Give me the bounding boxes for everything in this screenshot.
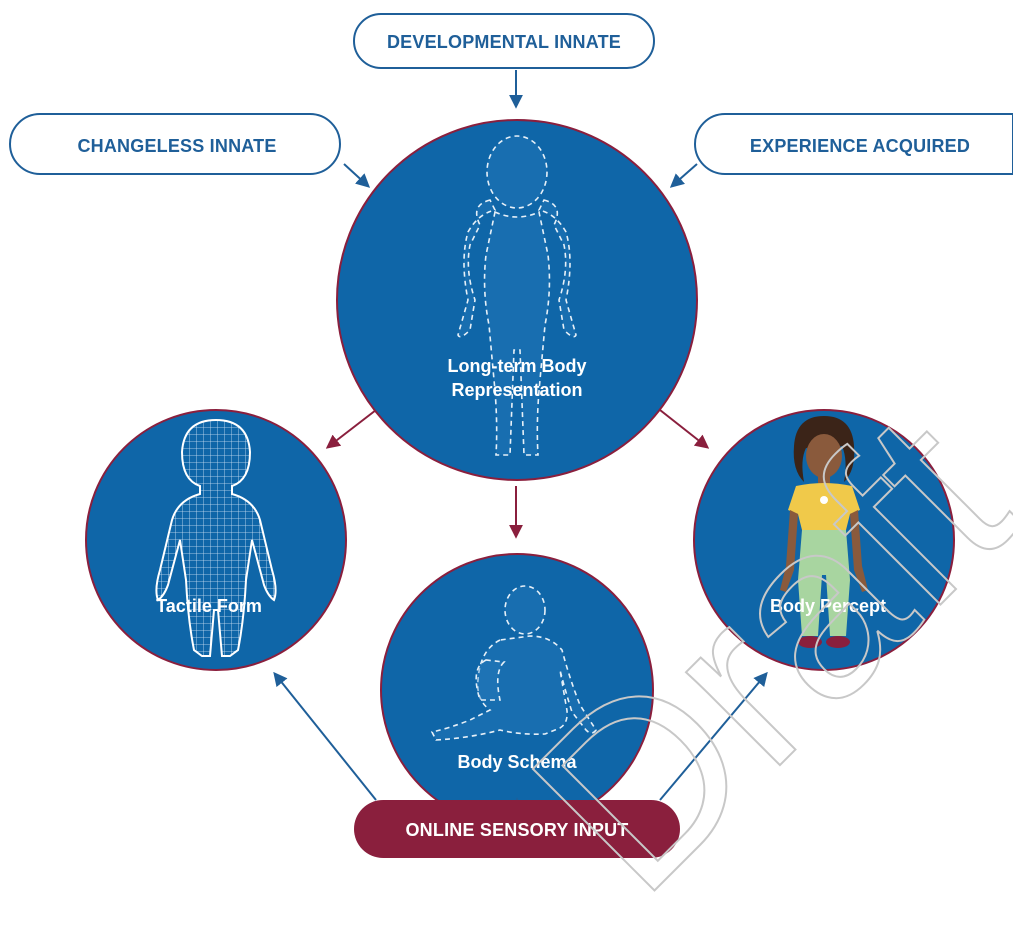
arrow-experience [669,163,698,188]
arrow-input-to-tactile [273,671,377,801]
tactile-form-circle: Tactile Form [85,409,347,671]
developmental-innate-pill: DEVELOPMENTAL INNATE [353,13,655,69]
arrow-to-percept [659,409,710,449]
dashed-body-outline-icon [457,135,577,456]
tactile-form-label: Tactile Form [156,596,262,616]
changeless-innate-pill: CHANGELESS INNATE [9,113,341,175]
arrow-input-to-percept [659,671,768,801]
long-term-label-line2: Representation [451,380,582,400]
online-sensory-input-pill: ONLINE SENSORY INPUT [354,800,680,858]
online-sensory-input-label: ONLINE SENSORY INPUT [405,820,628,840]
long-term-label-line1: Long-term Body [448,356,587,376]
body-percept-label: Body Percept [770,596,886,616]
experience-acquired-pill: EXPERIENCE ACQUIRED [694,113,1013,175]
grid-body-outline-icon [155,418,277,657]
body-schema-label: Body Schema [457,752,577,772]
arrow-changeless [343,163,371,188]
long-term-body-representation-circle: Long-term Body Representation [336,119,698,481]
body-percept-circle: Body Percept [693,409,955,671]
changeless-innate-label: CHANGELESS INNATE [77,136,276,156]
dashed-sitting-body-icon [430,585,597,741]
experience-acquired-label: EXPERIENCE ACQUIRED [750,136,970,156]
developmental-innate-label: DEVELOPMENTAL INNATE [387,32,621,52]
woman-figure-icon [780,416,868,648]
arrow-to-tactile [325,409,377,449]
